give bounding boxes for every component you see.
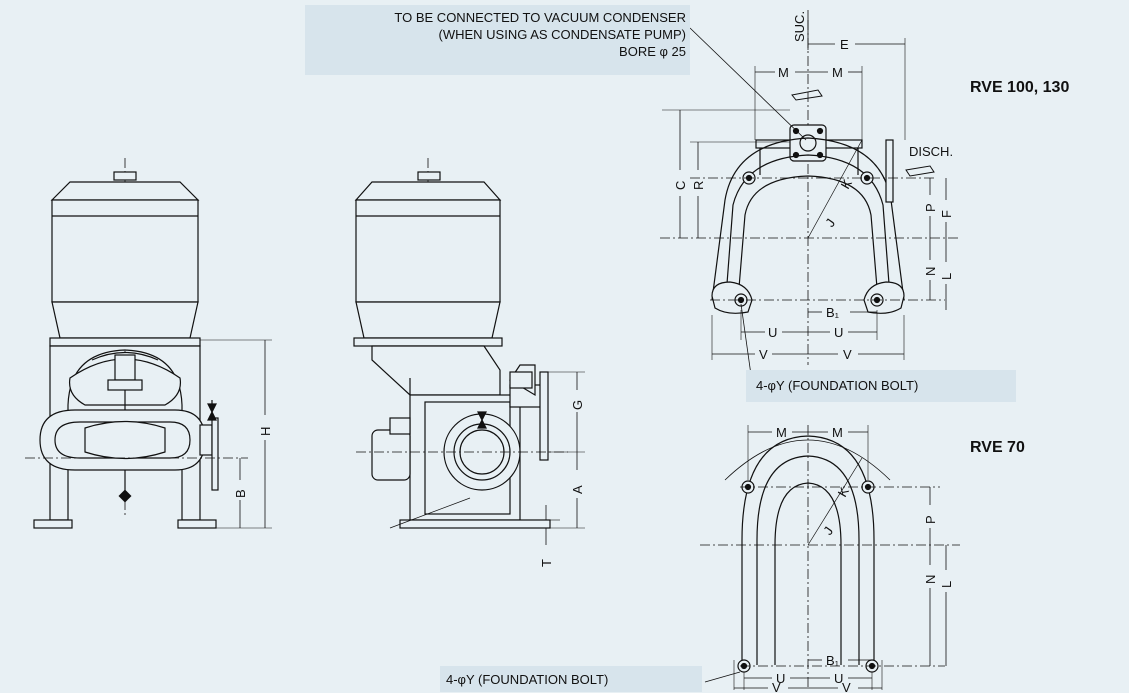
dim-M-right-small: M — [832, 425, 843, 440]
condenser-note-line3: BORE φ 25 — [619, 44, 686, 59]
dim-B1-small: B₁ — [826, 653, 840, 668]
dim-P: P — [923, 203, 938, 212]
dim-E: E — [840, 37, 849, 52]
dim-T: T — [539, 559, 554, 567]
condenser-note-line1: TO BE CONNECTED TO VACUUM CONDENSER — [394, 10, 686, 25]
dim-K: K — [838, 176, 855, 191]
dim-U-left-small: U — [776, 671, 785, 686]
side-view — [353, 158, 585, 545]
plan-view-small — [700, 425, 960, 690]
discharge-label: DISCH. — [909, 144, 953, 159]
dim-V-right: V — [843, 347, 852, 362]
dim-V-right-small: V — [842, 680, 851, 693]
dim-P-small: P — [923, 515, 938, 524]
dim-L: L — [939, 273, 954, 280]
dim-C: C — [673, 181, 688, 190]
model-label-large: RVE 100, 130 — [970, 79, 1069, 96]
plan-view-large — [660, 10, 960, 383]
dim-M-left: M — [778, 65, 789, 80]
foundation-bolt-note-bottom: 4-φY (FOUNDATION BOLT) — [446, 672, 608, 687]
dim-J-small: J — [820, 524, 836, 538]
foundation-bolt-note-top: 4-φY (FOUNDATION BOLT) — [756, 378, 918, 393]
dim-N-small: N — [923, 575, 938, 584]
dim-G: G — [570, 400, 585, 410]
dim-L-small: L — [939, 581, 954, 588]
bolt-note-top-box — [746, 370, 1016, 402]
condenser-note-box — [305, 5, 690, 75]
dim-J: J — [822, 216, 838, 230]
dim-H: H — [258, 427, 273, 436]
dim-U-right: U — [834, 325, 843, 340]
suction-label: SUC. — [792, 11, 807, 42]
dim-A: A — [570, 485, 585, 494]
model-label-small: RVE 70 — [970, 439, 1025, 456]
dim-N: N — [923, 267, 938, 276]
dim-U-right-small: U — [834, 671, 843, 686]
dim-K-small: K — [835, 484, 852, 499]
dim-B1: B₁ — [826, 305, 840, 320]
dim-V-left-small: V — [772, 680, 781, 693]
condenser-note-line2: (WHEN USING AS CONDENSATE PUMP) — [438, 27, 686, 42]
dim-M-right: M — [832, 65, 843, 80]
dim-M-left-small: M — [776, 425, 787, 440]
dim-U-left: U — [768, 325, 777, 340]
bolt-note-bottom-box — [440, 666, 702, 692]
front-view — [25, 158, 272, 529]
dim-V-left: V — [759, 347, 768, 362]
dim-F: F — [939, 210, 954, 218]
dim-B: B — [233, 489, 248, 498]
dim-R: R — [691, 181, 706, 190]
